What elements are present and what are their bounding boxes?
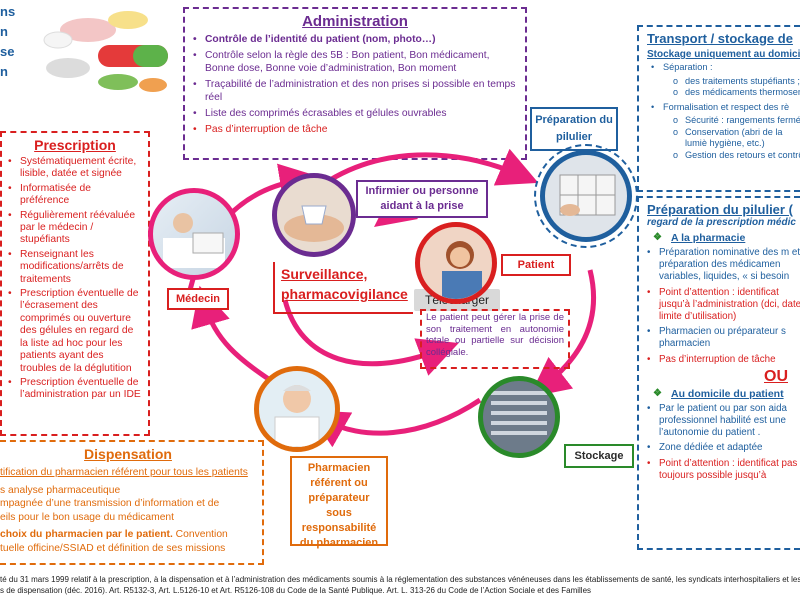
fragment-line: ns — [0, 4, 16, 19]
administration-box: Administration Contrôle de l’identité du… — [183, 7, 527, 160]
dispensation-line: s analyse pharmaceutique — [0, 484, 121, 496]
preparation-label: Préparation du pilulier — [530, 107, 618, 151]
prescription-item: Renseignant les modifications/arrêts de … — [8, 249, 142, 286]
pilulier-domicile-list: Par le patient ou par son aida professio… — [647, 403, 800, 482]
administration-item: Contrôle de l’identité du patient (nom, … — [193, 33, 517, 46]
arrow-pharmacien-to-medecin — [191, 285, 272, 383]
administration-item: Pas d’interruption de tâche — [193, 123, 517, 136]
dispensation-line: tification du pharmacien référent pour t… — [0, 467, 248, 478]
transport-title: Transport / stockage de — [647, 31, 793, 46]
prescription-box: Prescription Systématiquement écrite, li… — [0, 131, 150, 436]
pharmacien-photo — [254, 366, 340, 452]
dispensation-convention: Convention — [172, 529, 228, 540]
footer-line: s de dispensation (déc. 2016). Art. R513… — [0, 586, 592, 595]
arrow-preparation-to-stockage — [529, 269, 597, 398]
fragment-line: n — [0, 24, 8, 39]
patient-note: Le patient peut gérer la prise de son tr… — [420, 309, 570, 369]
prescription-item: Systématiquement écrite, lisible, datée … — [8, 156, 142, 181]
dispensation-choice: choix du pharmacien par le patient. — [0, 529, 173, 540]
footer-line: té du 31 mars 1999 relatif à la prescrip… — [0, 575, 800, 584]
pilulier-ou: OU — [764, 367, 788, 385]
dispensation-text: tification du pharmacien référent pour t… — [0, 466, 256, 555]
dispensation-line: eils pour le bon usage du médicament — [0, 511, 175, 523]
dispensation-line-choice: choix du pharmacien par le patient. Conv… — [0, 528, 256, 542]
prescription-item: Régulièrement réévaluée par le médecin /… — [8, 210, 142, 247]
administration-list: Contrôle de l’identité du patient (nom, … — [193, 33, 517, 136]
prescription-list: Systématiquement écrite, lisible, datée … — [8, 156, 142, 402]
surveillance-box: Surveillance, pharmacovigilance — [273, 262, 413, 314]
pilulier-domicile-item: Point d’attention : identificat pas touj… — [647, 458, 800, 482]
pilulier-box: Préparation du pilulier ( regard de la p… — [637, 196, 800, 550]
prescription-item: Prescription éventuelle de l’écrasement … — [8, 288, 142, 375]
dispensation-box: Dispensation tification du pharmacien ré… — [0, 440, 264, 565]
surveillance-title: Surveillance, pharmacovigilance — [281, 266, 408, 302]
transport-subitem: des traitements stupéfiants ; — [669, 76, 800, 88]
infirmier-label: Infirmier ou personne aidant à la prise — [356, 180, 488, 218]
pilulier-pharmacie-item: Préparation nominative des m et préparat… — [647, 247, 800, 284]
transport-box: Transport / stockage de Stockage uniquem… — [637, 25, 800, 192]
pilulier-domicile-item: Par le patient ou par son aida professio… — [647, 403, 800, 440]
administration-item: Traçabilité de l’administration et des n… — [193, 78, 517, 104]
pills-image — [43, 11, 168, 92]
pilulier-subtitle: regard de la prescription médic — [647, 217, 796, 228]
transport-item: Séparation : — [651, 62, 800, 74]
arrow-infirmier-to-preparation — [328, 148, 539, 186]
administration-title: Administration — [302, 13, 408, 30]
fragment-line: se — [0, 44, 15, 59]
stockage-photo — [478, 376, 560, 458]
prescription-item: Informatisée de préférence — [8, 183, 142, 208]
pilulier-pharmacie-list: Préparation nominative des m et préparat… — [647, 247, 800, 366]
medecin-label: Médecin — [167, 288, 229, 310]
transport-subitem: Sécurité : rangements fermés — [669, 115, 800, 127]
transport-subitem: des médicaments thermosen — [669, 87, 800, 99]
arrow-center-loop — [282, 299, 459, 376]
transport-subitem: Gestion des retours et contrô — [669, 150, 800, 162]
pilulier-title: Préparation du pilulier ( — [647, 202, 800, 217]
pilulier-title-text: Préparation du pilulier ( — [647, 202, 793, 217]
dispensation-line: tuelle officine/SSIAD et définition de s… — [0, 542, 226, 554]
administration-item: Liste des comprimés écrasables et gélule… — [193, 107, 517, 120]
patient-label: Patient — [501, 254, 571, 276]
fragment-line: n — [0, 64, 8, 79]
prescription-item: Prescription éventuelle de l’administrat… — [8, 377, 142, 402]
pilulier-pharmacie-item: Point d’attention : identificat jusqu’à … — [647, 287, 800, 324]
pilulier-domicile-item: Zone dédiée et adaptée — [647, 442, 800, 454]
top-left-fragment: ns n se n — [0, 2, 30, 82]
footer: té du 31 mars 1999 relatif à la prescrip… — [0, 574, 800, 596]
administration-item: Contrôle selon la règle des 5B : Bon pat… — [193, 49, 517, 75]
transport-item: Formalisation et respect des rè — [651, 102, 800, 114]
preparation-photo — [534, 144, 638, 248]
medecin-photo — [148, 188, 240, 280]
pilulier-pharmacie-label: A la pharmacie — [653, 232, 800, 244]
patient-photo — [415, 222, 497, 304]
dispensation-line: mpagnée d’une transmission d’information… — [0, 498, 220, 509]
pilulier-pharmacie-item: Pas d’interruption de tâche — [647, 354, 800, 366]
dispensation-title: Dispensation — [84, 446, 172, 462]
pharmacien-label: Pharmacien référent ou préparateur sous … — [290, 456, 388, 549]
infirmier-photo — [272, 173, 356, 257]
transport-list: Séparation : des traitements stupéfiants… — [647, 62, 800, 161]
pilulier-pharmacie-item: Pharmacien ou préparateur s pharmacien — [647, 326, 800, 350]
transport-subitem: Conservation (abri de la lumiè hygiène, … — [669, 127, 800, 150]
arrow-stockage-to-pharmacien — [307, 397, 482, 448]
prescription-title: Prescription — [34, 137, 116, 153]
transport-subtitle: Stockage uniquement au domicile — [647, 49, 800, 60]
pilulier-domicile-label: Au domicile du patient — [653, 388, 800, 400]
stockage-label: Stockage — [564, 444, 634, 468]
patient-note-text: Le patient peut gérer la prise de son tr… — [426, 312, 564, 358]
